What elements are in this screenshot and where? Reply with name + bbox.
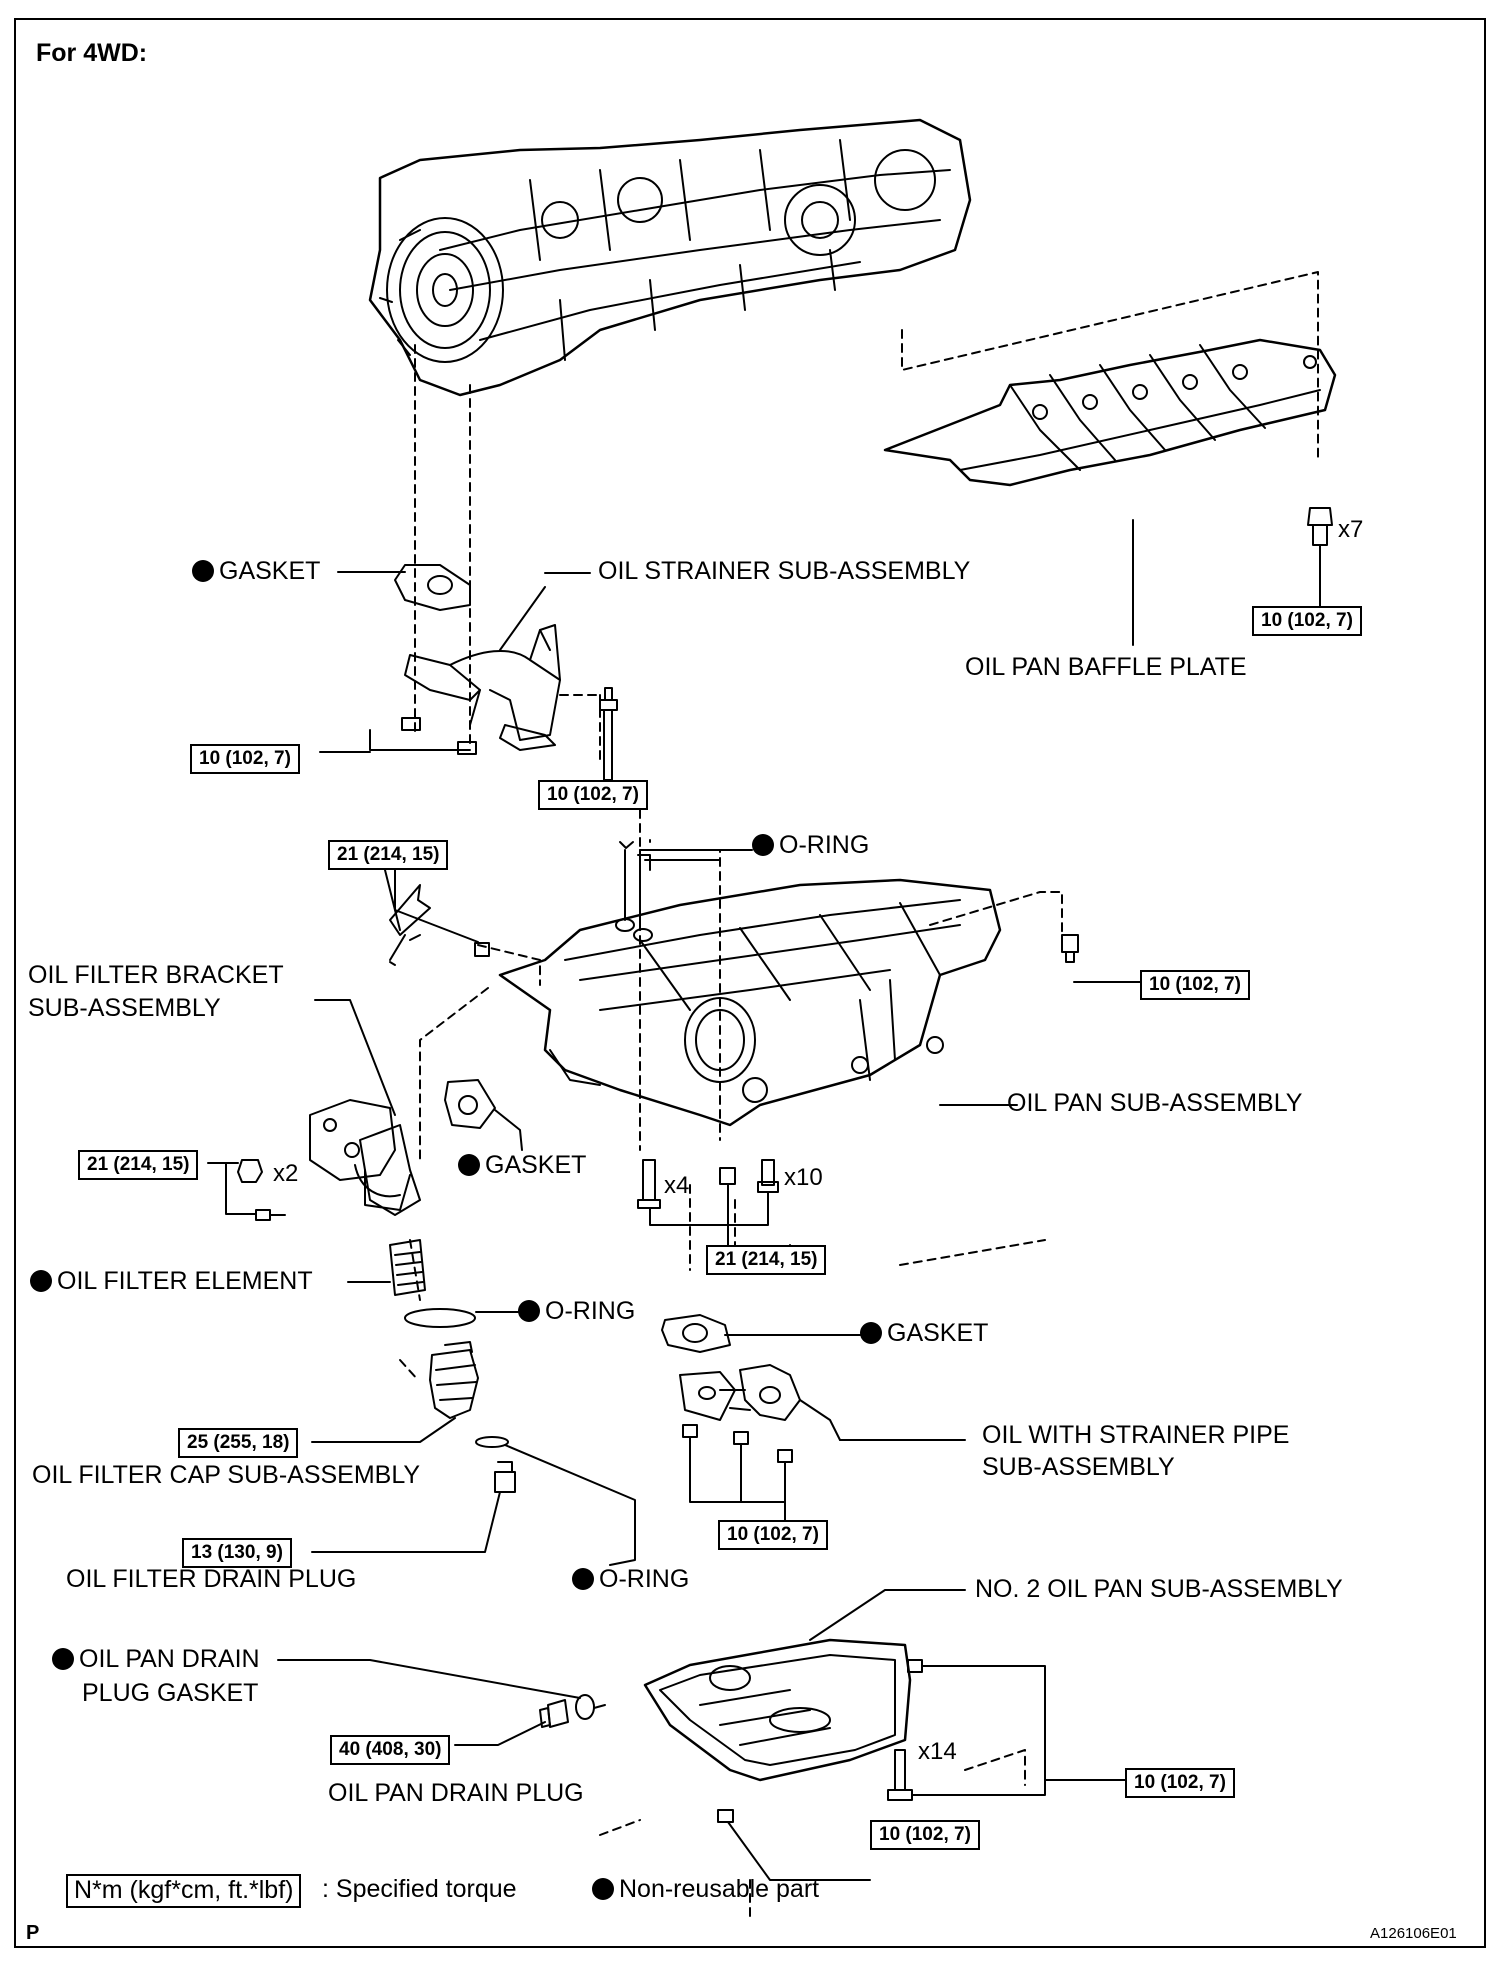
filter-bracket-label-2: SUB-ASSEMBLY [28,994,221,1022]
torque-drain-plug: 40 (408, 30) [330,1735,451,1765]
gasket-top-label: GASKET [192,557,320,586]
oil-filter-element [347,1239,519,1328]
torque-filter-cap: 25 (255, 18) [178,1428,299,1458]
pan-bolts-qty-a: x4 [664,1172,690,1199]
baffle-bolts-qty: x7 [1338,516,1364,543]
oil-pan-label: OIL PAN SUB-ASSEMBLY [1007,1089,1303,1117]
no2-oil-pan-label: NO. 2 OIL PAN SUB-ASSEMBLY [975,1575,1343,1603]
page-title: For 4WD: [36,39,148,67]
oil-filter-cap [311,1341,636,1566]
bracket-gasket [444,1079,523,1151]
baffle-plate-label: OIL PAN BAFFLE PLATE [965,653,1247,681]
torque-strainer-bolt: 10 (102, 7) [538,780,648,810]
no2-bolts-qty: x14 [918,1738,957,1765]
gasket-mid-label: GASKET [458,1151,586,1180]
torque-baffle: 10 (102, 7) [1252,606,1362,636]
filter-bracket-label-1: OIL FILTER BRACKET [28,961,284,989]
legend-torque-box: N*m (kgf*cm, ft.*lbf) [66,1874,302,1908]
diagram-frame [14,18,1486,1948]
non-reusable-icon [518,1300,540,1322]
drain-gasket-label-2: PLUG GASKET [82,1679,259,1707]
strainer-pipe-label-1: OIL WITH STRAINER PIPE [982,1421,1290,1449]
o-rings-top [615,849,753,942]
torque-pan-nut: 21 (214, 15) [328,840,449,870]
oil-pan [379,849,1141,1246]
non-reusable-icon [592,1878,614,1900]
footer-left: P [26,1922,40,1944]
torque-bracket: 21 (214, 15) [78,1150,199,1180]
filter-cap-label: OIL FILTER CAP SUB-ASSEMBLY [32,1461,421,1489]
legend-torque-text: : Specified torque [322,1875,517,1903]
filter-element-label: OIL FILTER ELEMENT [30,1267,313,1296]
gasket-pipe-label: GASKET [860,1319,988,1348]
torque-no2-bolts: 10 (102, 7) [1125,1768,1235,1798]
drain-plug-label: OIL PAN DRAIN PLUG [328,1779,584,1807]
strainer-pipe-label-2: SUB-ASSEMBLY [982,1453,1175,1481]
non-reusable-icon [572,1568,594,1590]
leader-lines [394,839,831,1336]
non-reusable-icon [52,1648,74,1670]
drain-gasket-label-1: OIL PAN DRAIN [52,1645,260,1674]
footer-code: A126106E01 [1370,1925,1457,1942]
non-reusable-icon [860,1322,882,1344]
o-ring-low-label: O-RING [572,1565,689,1594]
torque-strainer-nuts: 10 (102, 7) [190,744,300,774]
non-reusable-icon [752,834,774,856]
bracket-bolts-qty: x2 [273,1160,299,1187]
no2-oil-pan [277,1589,1126,1881]
engine-block [368,118,972,397]
oil-filter-bracket [207,999,421,1221]
torque-pan-bolts: 21 (214, 15) [706,1245,827,1275]
torque-filter-drain: 13 (130, 9) [182,1538,292,1568]
o-ring-top-label: O-RING [752,831,869,860]
torque-no2-nut: 10 (102, 7) [870,1820,980,1850]
legend-nonreusable: Non-reusable part [592,1875,819,1904]
pan-bolts-qty-b: x10 [784,1164,823,1191]
o-ring-mid-label: O-RING [518,1297,635,1326]
non-reusable-icon [192,560,214,582]
oil-strainer-label: OIL STRAINER SUB-ASSEMBLY [598,557,971,585]
non-reusable-icon [458,1154,480,1176]
strainer-pipe [661,1314,966,1521]
torque-pan-side: 10 (102, 7) [1140,970,1250,1000]
filter-drain-plug-label: OIL FILTER DRAIN PLUG [66,1565,357,1593]
torque-pipe: 10 (102, 7) [718,1520,828,1550]
non-reusable-icon [30,1270,52,1292]
oil-strainer [319,564,618,781]
baffle-plate [883,338,1337,646]
